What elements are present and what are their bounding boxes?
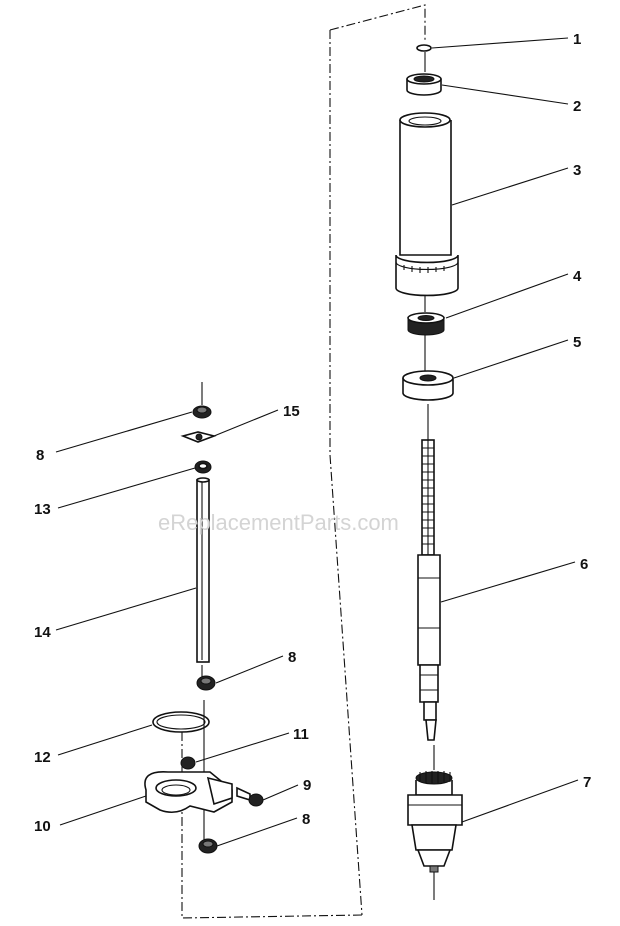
- part-lower-bearing: [407, 312, 445, 336]
- part-retaining-ring: [416, 44, 432, 52]
- part-lock-washer: [194, 460, 212, 474]
- part-set-screw: [180, 756, 196, 770]
- part-lower-nut: [196, 675, 216, 691]
- callout-labels: 1 2 3 4 5 6 7 8 8 8 9 10 11 12 13 14 15: [34, 31, 591, 835]
- watermark: eReplacementParts.com: [158, 510, 399, 535]
- part-upper-nut: [192, 405, 212, 419]
- callout-label-8-middle: 8: [288, 649, 296, 666]
- callout-label-1: 1: [573, 31, 581, 48]
- part-thumb-screw: [236, 786, 264, 807]
- part-pointer: [180, 431, 217, 443]
- part-snap-ring: [152, 711, 210, 733]
- callout-label-8-top: 8: [36, 447, 44, 464]
- part-depth-rod: [196, 477, 210, 663]
- part-top-bearing: [406, 73, 442, 96]
- callout-label-12: 12: [34, 749, 51, 766]
- part-depth-stop-collar: [144, 771, 233, 814]
- callout-label-13: 13: [34, 501, 51, 518]
- assembly-boundary: [181, 4, 426, 919]
- callout-label-5: 5: [573, 334, 581, 351]
- part-spindle: [417, 439, 441, 741]
- part-quill: [395, 112, 459, 297]
- callout-label-10: 10: [34, 818, 51, 835]
- part-bottom-nut: [198, 838, 218, 854]
- callout-label-14: 14: [34, 624, 51, 641]
- callout-label-15: 15: [283, 403, 300, 420]
- callout-label-4: 4: [573, 268, 582, 285]
- callout-label-3: 3: [573, 162, 581, 179]
- callout-label-8-bottom: 8: [302, 811, 310, 828]
- callout-label-11: 11: [293, 726, 309, 743]
- leader-lines: [55, 37, 579, 847]
- part-spacer-washer: [402, 370, 454, 401]
- callout-label-2: 2: [573, 98, 581, 115]
- callout-label-7: 7: [583, 774, 591, 791]
- part-chuck: [407, 771, 463, 873]
- callout-label-6: 6: [580, 556, 588, 573]
- callout-label-9: 9: [303, 777, 311, 794]
